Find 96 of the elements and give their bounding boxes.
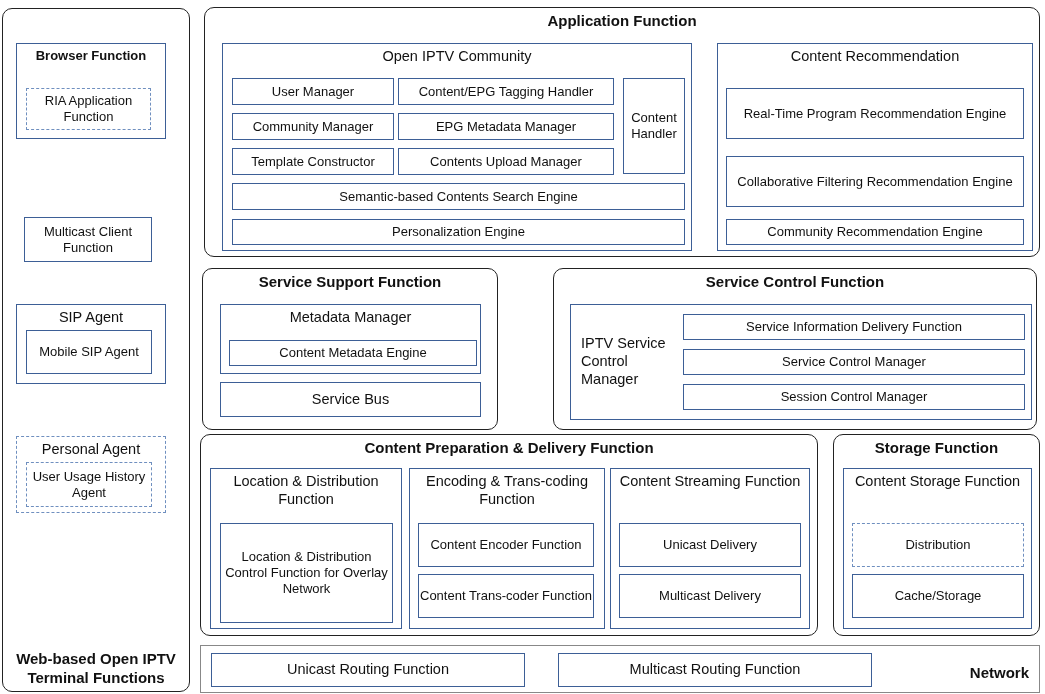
function-box (16, 304, 166, 384)
box-label: Real-Time Program Recommendation Engine (743, 105, 1007, 122)
function-box (398, 148, 614, 175)
group-title: Open IPTV Community (382, 48, 532, 66)
box-label: Multicast Delivery (659, 588, 761, 604)
function-box (570, 304, 1032, 420)
group-panel (202, 268, 498, 430)
group-title: Web-based Open IPTV Terminal Functions (15, 650, 177, 687)
box-label: Content/EPG Tagging Handler (418, 83, 594, 100)
function-box (220, 382, 481, 417)
function-box (220, 304, 481, 374)
dashed-function-box (852, 523, 1024, 567)
function-box (409, 468, 605, 629)
function-box (683, 384, 1025, 410)
group-panel (833, 434, 1040, 636)
box-label: Content Metadata Engine (279, 345, 427, 361)
box-label: Mobile SIP Agent (39, 344, 139, 360)
function-box (211, 653, 525, 687)
function-box (232, 113, 394, 140)
function-box (398, 78, 614, 105)
group-title: Content Streaming Function (619, 473, 801, 491)
function-box (398, 113, 614, 140)
function-box (24, 217, 152, 262)
function-box (210, 468, 402, 629)
dashed-function-box (26, 88, 151, 130)
box-label: Community Recommendation Engine (767, 224, 983, 240)
function-box (726, 88, 1024, 139)
function-box (558, 653, 872, 687)
box-label: Content Trans-coder Function (420, 588, 592, 604)
box-label: Content Handler (630, 110, 678, 142)
box-label: EPG Metadata Manager (435, 118, 577, 135)
box-label: Session Control Manager (780, 389, 928, 405)
function-box (232, 219, 685, 245)
function-box (229, 340, 477, 366)
box-label: Multicast Routing Function (629, 661, 801, 679)
group-title: Personal Agent (41, 441, 141, 459)
box-label: User Usage History Agent (31, 468, 147, 501)
group-title: Encoding & Trans-coding Function (425, 473, 589, 509)
group-title: Content Preparation & Delivery Function (364, 439, 654, 458)
function-box (232, 183, 685, 210)
function-box (619, 574, 801, 618)
function-box (623, 78, 685, 174)
group-title: Application Function (547, 12, 697, 31)
box-label: RIA Application Function (43, 93, 134, 125)
group-title: Browser Function (35, 48, 147, 64)
box-label: Unicast Routing Function (287, 661, 449, 679)
group-title: Service Support Function (258, 273, 442, 292)
function-box (619, 523, 801, 567)
box-label: Multicast Client Function (42, 223, 134, 256)
function-box (26, 330, 152, 374)
function-box (726, 156, 1024, 207)
function-box (717, 43, 1033, 251)
function-box (232, 148, 394, 175)
box-label: Service Control Manager (782, 354, 926, 370)
function-box (852, 574, 1024, 618)
group-title: Service Control Function (705, 273, 885, 292)
group-title: IPTV Service Control Manager (581, 335, 667, 389)
box-label: Semantic-based Contents Search Engine (339, 188, 578, 205)
dashed-function-box (26, 462, 152, 507)
box-label: Template Constructor (251, 153, 375, 170)
box-label: Personalization Engine (392, 224, 525, 240)
function-box (418, 574, 594, 618)
box-label: Service Bus (311, 390, 390, 409)
function-box (726, 219, 1024, 245)
box-label: Content Encoder Function (430, 537, 582, 553)
function-box (683, 314, 1025, 340)
group-panel (200, 434, 818, 636)
function-box (843, 468, 1032, 629)
function-box (16, 43, 166, 139)
network-band (200, 645, 1040, 693)
box-label: Cache/Storage (894, 588, 982, 604)
box-label: Unicast Delivery (663, 537, 757, 553)
function-box (610, 468, 810, 629)
box-label: User Manager (271, 83, 355, 100)
group-title: Location & Distribution Function (232, 473, 380, 509)
box-label: Contents Upload Manager (430, 153, 582, 170)
box-label: Location & Distribution Control Function for Overlay Network (224, 549, 389, 597)
group-title: Metadata Manager (289, 309, 412, 327)
function-box (683, 349, 1025, 375)
group-title: Content Recommendation (790, 48, 960, 66)
group-title: Network (969, 663, 1029, 682)
dashed-function-box (16, 436, 166, 513)
group-panel (553, 268, 1037, 430)
group-title: Content Storage Function (854, 473, 1021, 491)
function-box (232, 78, 394, 105)
function-box (220, 523, 393, 623)
box-label: Community Manager (252, 118, 374, 135)
box-label: Service Information Delivery Function (746, 319, 962, 335)
group-title: SIP Agent (58, 309, 124, 327)
function-box (418, 523, 594, 567)
box-label: Collaborative Filtering Recommendation Engine (737, 173, 1013, 190)
group-panel (2, 8, 190, 692)
box-label: Distribution (905, 537, 971, 553)
group-title: Storage Function (874, 439, 999, 458)
function-box (222, 43, 692, 251)
group-panel (204, 7, 1040, 257)
